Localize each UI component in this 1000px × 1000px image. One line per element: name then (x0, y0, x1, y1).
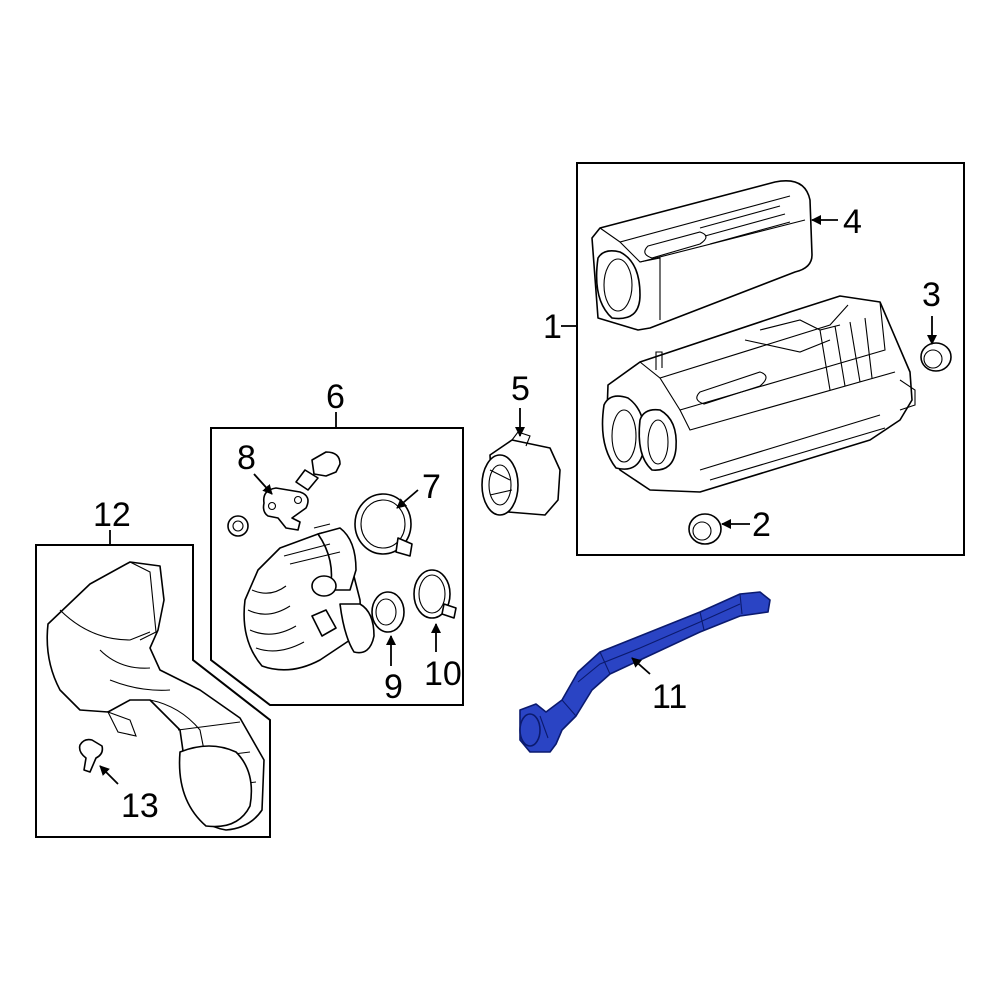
mass-air-flow-sensor (481, 431, 561, 516)
hose-clamp-small (413, 569, 457, 619)
callout-12: 12 (93, 496, 131, 534)
hose-clamp-large (354, 493, 413, 557)
o-ring (227, 515, 249, 537)
pressure-sensor (262, 487, 309, 531)
callout-11: 11 (652, 678, 687, 716)
callout-10: 10 (424, 655, 462, 693)
leader-8 (253, 473, 273, 495)
leader-11 (631, 657, 651, 675)
air-filter-element (591, 180, 813, 331)
push-clip (78, 738, 104, 773)
group-box-intake-scoop (35, 544, 271, 838)
grommet-part-2 (688, 513, 722, 545)
callout-4: 4 (843, 203, 862, 241)
callout-6: 6 (326, 378, 345, 416)
air-intake-scoop (46, 561, 265, 831)
callout-8: 8 (237, 439, 256, 477)
leader-13 (99, 765, 119, 785)
seal-ring (371, 591, 405, 633)
grommet-part-3 (920, 342, 952, 372)
leader-7 (396, 489, 419, 509)
group-box-air-cleaner (576, 162, 965, 556)
callout-2: 2 (752, 506, 771, 544)
callout-5: 5 (511, 370, 530, 408)
crankcase-breather-hose (519, 591, 771, 753)
callout-1: 1 (543, 308, 562, 346)
callout-3: 3 (922, 276, 941, 314)
intake-duct (243, 523, 375, 671)
callout-13: 13 (121, 787, 159, 825)
bolt (295, 451, 341, 491)
callout-7: 7 (422, 468, 441, 506)
group-box-intake-duct (210, 427, 464, 706)
callout-9: 9 (384, 668, 403, 706)
air-cleaner-housing (601, 295, 916, 493)
